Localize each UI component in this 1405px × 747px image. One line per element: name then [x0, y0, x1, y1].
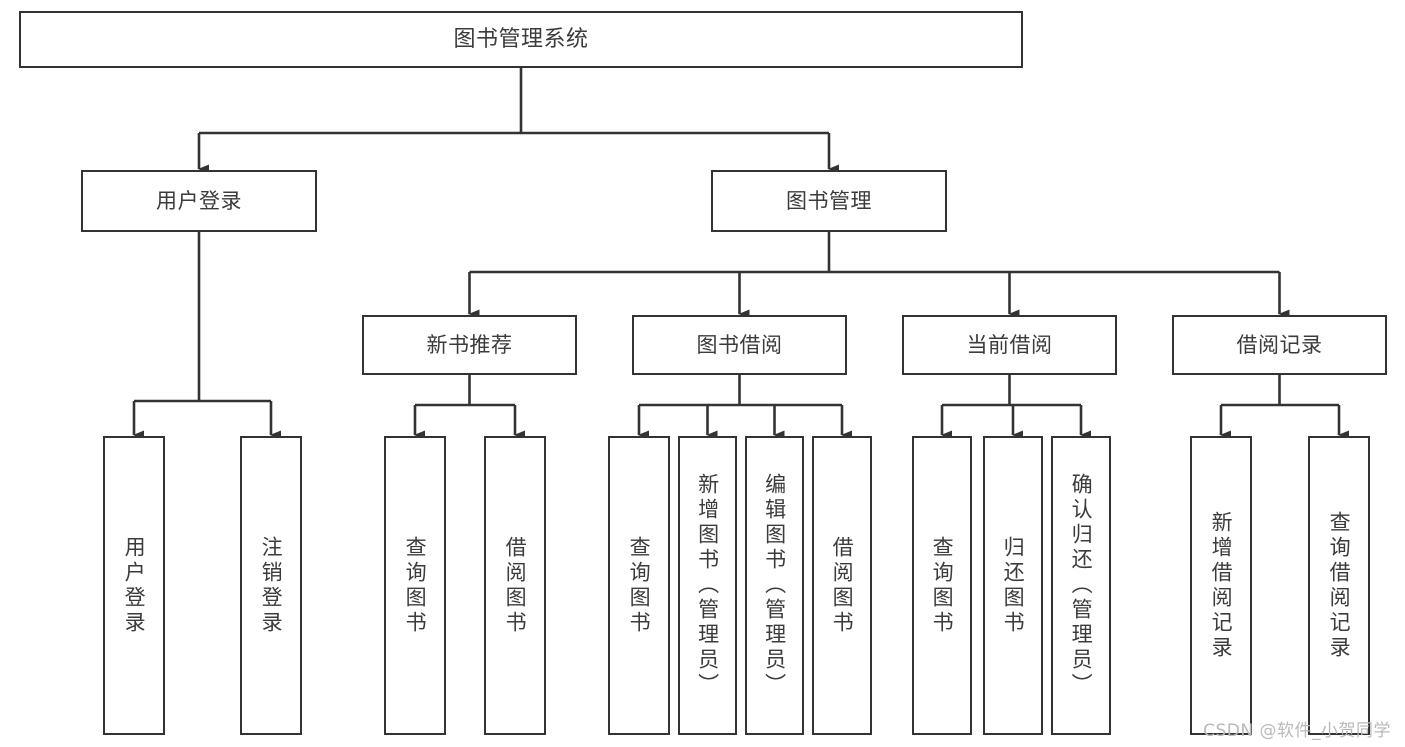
node-leaf-query-book-2-label: 查询图书	[627, 535, 652, 636]
node-leaf-query-book-2[interactable]: 查询图书	[608, 436, 670, 735]
node-leaf-query-book-3-label: 查询图书	[930, 535, 955, 636]
node-leaf-edit-book-label: 编辑图书（管理员）	[762, 473, 787, 698]
node-leaf-query-book-1[interactable]: 查询图书	[384, 436, 446, 735]
node-leaf-confirm-return[interactable]: 确认归还（管理员）	[1051, 436, 1111, 735]
node-leaf-borrow-book-2[interactable]: 借阅图书	[812, 436, 872, 735]
node-book-manage[interactable]: 图书管理	[711, 170, 947, 232]
node-leaf-return-book[interactable]: 归还图书	[983, 436, 1043, 735]
node-leaf-add-book-label: 新增图书（管理员）	[695, 473, 720, 698]
node-new-book-recommend-label: 新书推荐	[426, 332, 513, 357]
node-leaf-logout[interactable]: 注销登录	[240, 436, 302, 735]
node-leaf-confirm-return-label: 确认归还（管理员）	[1069, 473, 1094, 698]
node-leaf-query-book-1-label: 查询图书	[403, 535, 428, 636]
node-leaf-borrow-book-2-label: 借阅图书	[830, 535, 855, 636]
watermark: CSDN @软件_小贺同学	[1203, 721, 1391, 741]
node-root[interactable]: 图书管理系统	[19, 11, 1023, 68]
node-leaf-return-book-label: 归还图书	[1001, 535, 1026, 636]
node-book-borrow-label: 图书借阅	[696, 332, 783, 357]
node-book-borrow[interactable]: 图书借阅	[632, 315, 847, 375]
node-leaf-add-record-label: 新增借阅记录	[1209, 510, 1234, 661]
node-leaf-add-record[interactable]: 新增借阅记录	[1190, 436, 1252, 735]
node-user-login-label: 用户登录	[156, 188, 242, 213]
node-leaf-borrow-book-1-label: 借阅图书	[503, 535, 528, 636]
node-borrow-record[interactable]: 借阅记录	[1172, 315, 1387, 375]
node-borrow-record-label: 借阅记录	[1236, 332, 1323, 357]
node-book-manage-label: 图书管理	[786, 188, 872, 213]
node-leaf-edit-book[interactable]: 编辑图书（管理员）	[745, 436, 804, 735]
node-current-borrow-label: 当前借阅	[966, 332, 1053, 357]
node-leaf-add-book[interactable]: 新增图书（管理员）	[678, 436, 737, 735]
node-leaf-query-record[interactable]: 查询借阅记录	[1308, 436, 1370, 735]
node-leaf-borrow-book-1[interactable]: 借阅图书	[484, 436, 546, 735]
node-leaf-logout-label: 注销登录	[259, 535, 284, 636]
node-current-borrow[interactable]: 当前借阅	[902, 315, 1117, 375]
node-user-login[interactable]: 用户登录	[81, 170, 317, 232]
node-new-book-recommend[interactable]: 新书推荐	[362, 315, 577, 375]
node-leaf-query-record-label: 查询借阅记录	[1327, 510, 1352, 661]
node-leaf-query-book-3[interactable]: 查询图书	[912, 436, 972, 735]
node-root-label: 图书管理系统	[453, 26, 589, 52]
node-leaf-user-login[interactable]: 用户登录	[103, 436, 165, 735]
node-leaf-user-login-label: 用户登录	[122, 535, 147, 636]
